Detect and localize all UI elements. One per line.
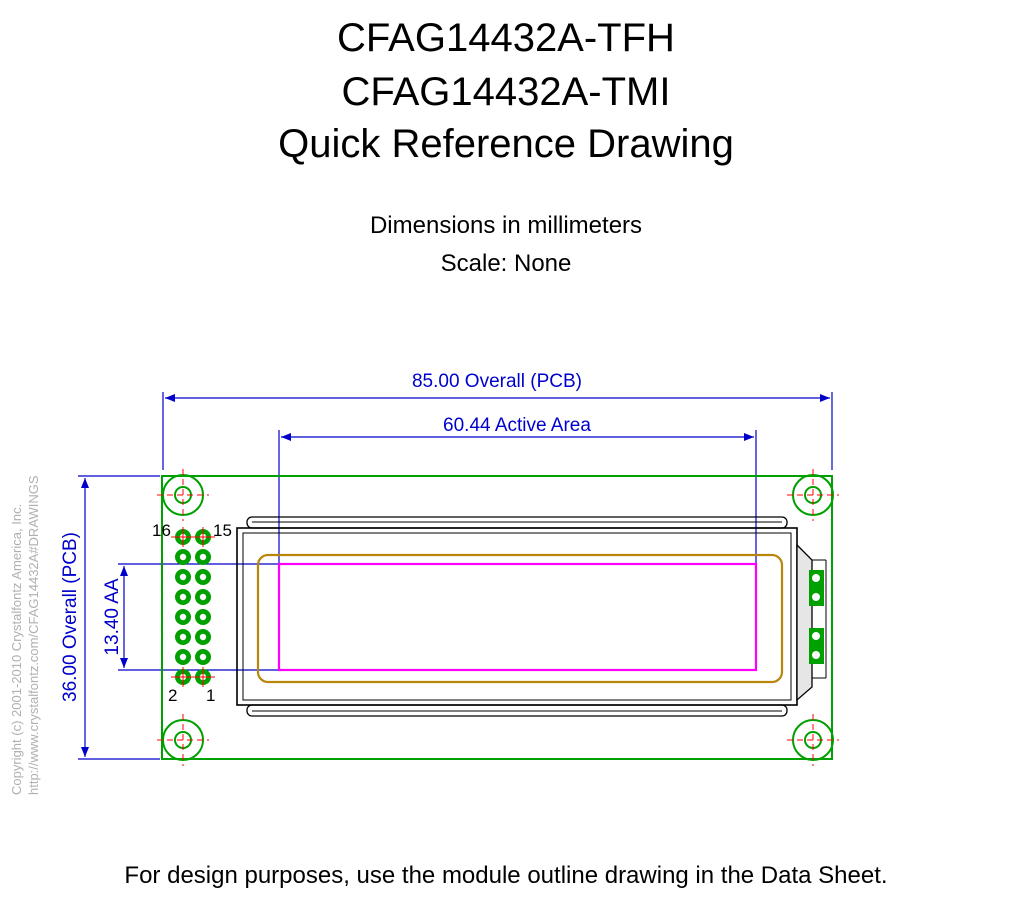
active-area-outline (277, 562, 758, 672)
overall-width-label: 85.00 Overall (PCB) (412, 371, 582, 392)
pin-16-label: 16 (152, 521, 171, 540)
lcd-bezel (236, 516, 798, 717)
title-drawing-name: Quick Reference Drawing (278, 122, 734, 166)
mounting-hole-bottom-right (787, 714, 839, 766)
design-note: For design purposes, use the module outl… (124, 862, 888, 889)
overall-height-dimension: 36.00 Overall (PCB) (60, 475, 160, 760)
overall-height-label: 36.00 Overall (PCB) (60, 532, 81, 702)
pin-2-label: 2 (168, 686, 177, 705)
active-height-label: 13.40 AA (102, 578, 123, 655)
mounting-hole-bottom-left (157, 714, 209, 766)
viewing-area-outline (256, 553, 784, 684)
pin-1-label: 1 (206, 686, 215, 705)
units-note: Dimensions in millimeters (369, 212, 643, 239)
backlight-connector-lower (809, 628, 824, 664)
title-part-2: CFAG14432A-TMI (341, 70, 671, 114)
connector-pin-header (171, 527, 215, 687)
active-width-dimension: 60.44 Active Area (278, 415, 757, 564)
active-width-label: 60.44 Active Area (443, 415, 591, 436)
title-part-1: CFAG14432A-TFH (337, 16, 675, 60)
active-height-dimension: 13.40 AA (102, 563, 279, 671)
overall-width-dimension: 85.00 Overall (PCB) (162, 371, 833, 470)
mounting-hole-top-right (787, 469, 839, 521)
backlight-connector-upper (809, 570, 824, 606)
pin-15-label: 15 (213, 521, 232, 540)
scale-note: Scale: None (440, 250, 572, 277)
pcb-outline (161, 475, 833, 760)
backlight-tab (796, 543, 827, 702)
mounting-hole-top-left (157, 469, 209, 521)
